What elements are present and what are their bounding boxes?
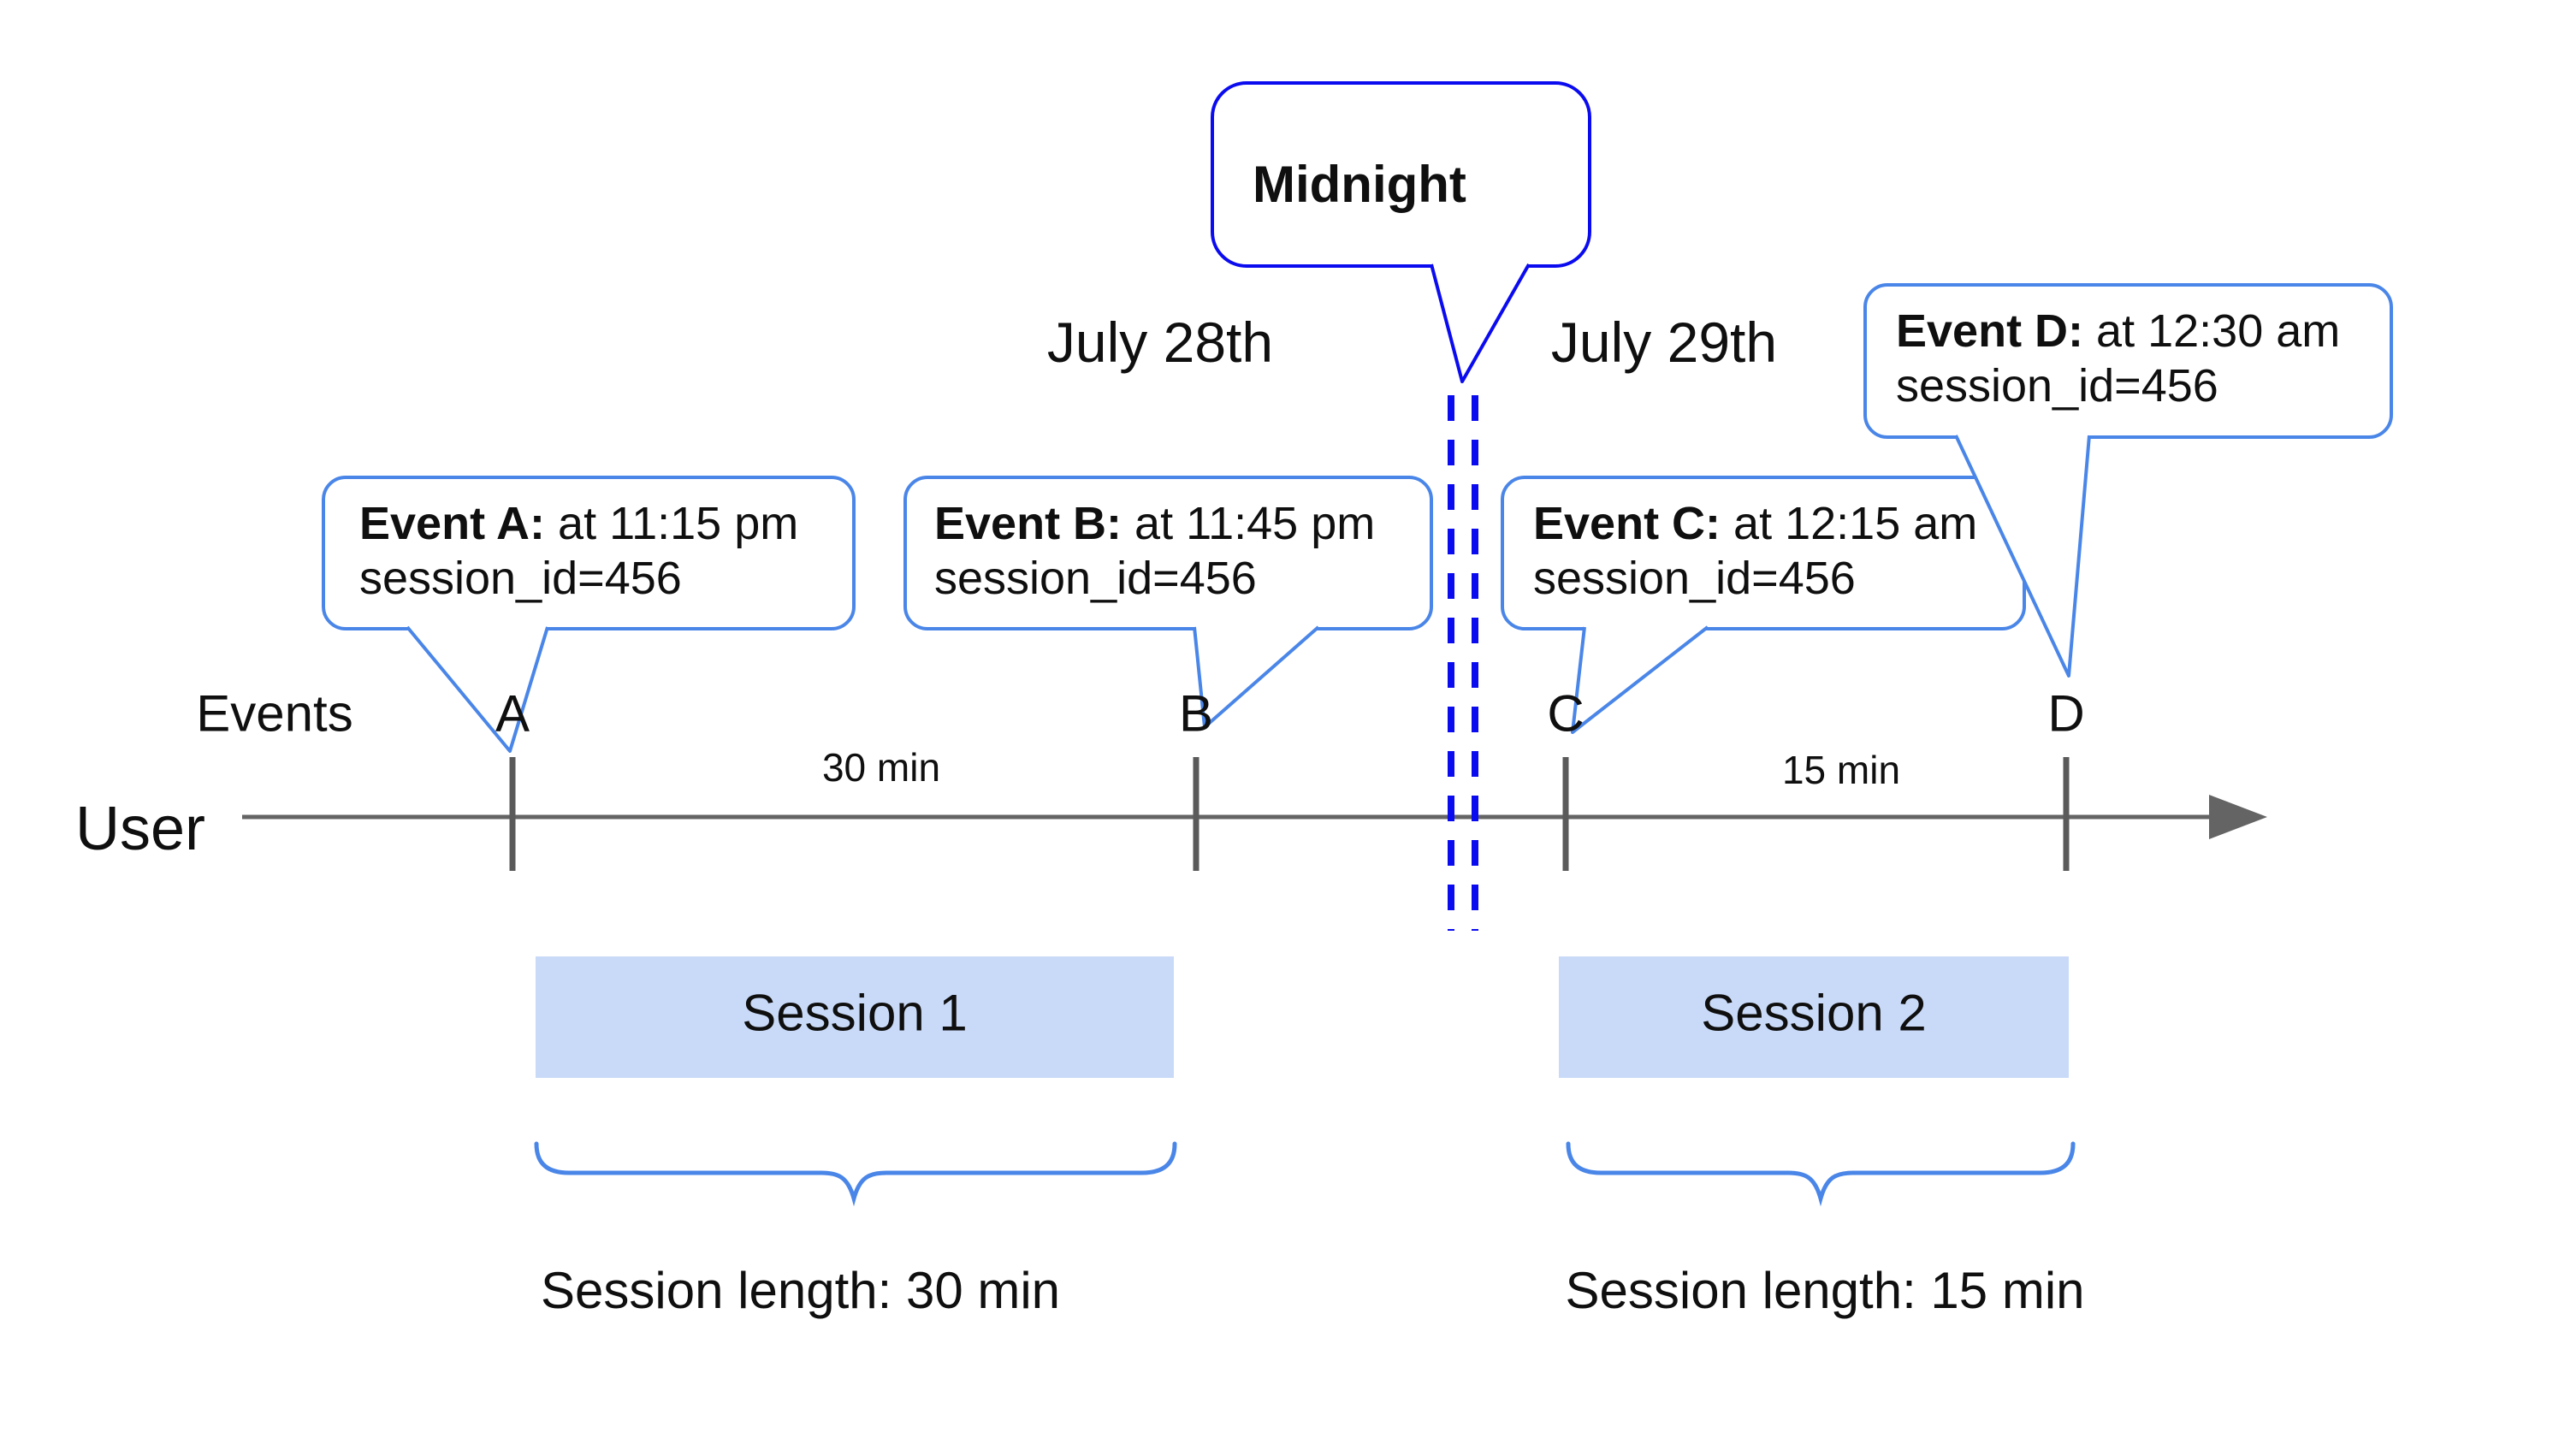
interval-15min-label: 15 min	[1781, 748, 1901, 792]
event-d-line2: session_id=456	[1896, 360, 2218, 411]
user-axis-label: User	[74, 795, 206, 863]
session-2-box	[1559, 956, 2069, 1078]
event-tick-label-c: C	[1547, 684, 1585, 743]
session-2-length-label: Session length: 15 min	[1565, 1262, 2085, 1319]
event-callout-b-text: Event B: at 11:45 pm session_id=456	[934, 496, 1375, 606]
interval-30min-label: 30 min	[821, 745, 941, 790]
session-1-box	[536, 956, 1174, 1078]
event-callout-d-shape	[1863, 283, 2393, 678]
event-c-line2: session_id=456	[1533, 553, 1856, 604]
event-callout-a-text: Event A: at 11:15 pm session_id=456	[359, 496, 798, 606]
event-b-line2: session_id=456	[934, 553, 1257, 604]
event-callout-c-shape	[1501, 476, 2026, 734]
event-c-line1: Event C: at 12:15 am	[1533, 498, 1978, 549]
timeline-arrowhead-icon	[2209, 795, 2267, 839]
midnight-divider-dashed-lines	[1448, 395, 1478, 931]
session-1-length-label: Session length: 30 min	[541, 1262, 1061, 1319]
event-a-line1: Event A: at 11:15 pm	[359, 498, 799, 549]
event-callout-a-shape	[322, 476, 856, 753]
event-callout-d-text: Event D: at 12:30 am session_id=456	[1896, 304, 2340, 413]
session-1-label: Session 1	[742, 984, 968, 1042]
event-tick-label-a: A	[495, 684, 530, 743]
date-july-29th: July 29th	[1550, 311, 1778, 374]
event-a-line2: session_id=456	[359, 553, 682, 604]
events-axis-label: Events	[196, 684, 353, 743]
event-d-line1: Event D: at 12:30 am	[1896, 305, 2341, 357]
session-2-brace	[1566, 1141, 2076, 1207]
session-2-label: Session 2	[1701, 984, 1927, 1042]
session-1-brace	[534, 1141, 1177, 1207]
user-timeline-axis	[242, 757, 2267, 871]
date-july-28th: July 28th	[1046, 311, 1274, 374]
midnight-callout-shape	[1211, 81, 1591, 383]
event-tick-label-b: B	[1178, 684, 1214, 743]
event-b-line1: Event B: at 11:45 pm	[934, 498, 1376, 549]
event-callout-b-shape	[903, 476, 1433, 729]
event-callout-c-text: Event C: at 12:15 am session_id=456	[1533, 496, 1977, 606]
midnight-label: Midnight	[1253, 156, 1466, 213]
event-tick-label-d: D	[2047, 684, 2085, 743]
